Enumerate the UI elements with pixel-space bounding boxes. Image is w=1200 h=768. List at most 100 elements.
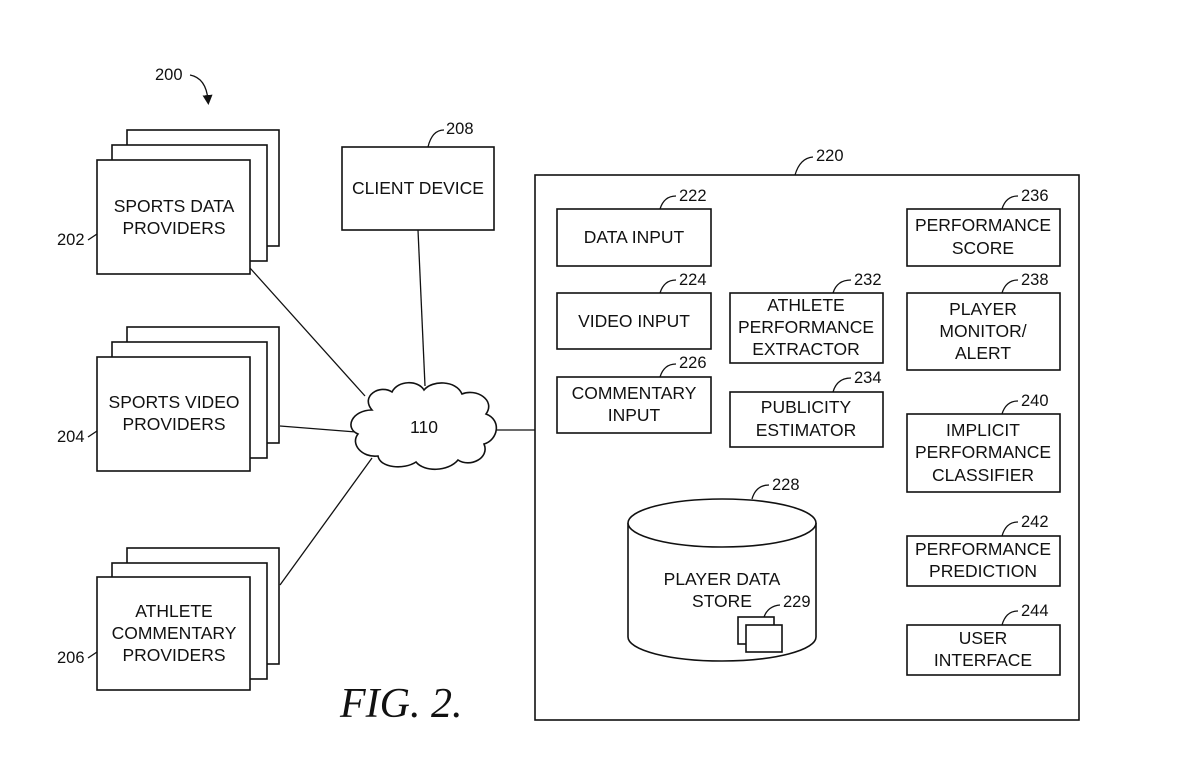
module-performance-score: PERFORMANCE SCORE 236 (906, 187, 1061, 267)
module-label-line: IMPLICIT (946, 420, 1020, 440)
module-label-line: PERFORMANCE (915, 215, 1051, 235)
module-commentary-input: COMMENTARY INPUT 226 (556, 354, 712, 434)
module-label-line: PERFORMANCE (915, 442, 1051, 462)
ref-leader (427, 129, 445, 148)
ref-leader (751, 484, 770, 500)
figure-caption: FIG. 2. (339, 681, 462, 727)
cloud-icon (350, 381, 498, 471)
provider-ref: 204 (57, 428, 85, 446)
module-box (556, 208, 712, 267)
module-ref: 238 (1021, 271, 1049, 289)
data-store-ref: 228 (772, 476, 800, 494)
module-ref: 236 (1021, 187, 1049, 205)
records-ref: 229 (783, 593, 811, 611)
provider-label-line: SPORTS DATA (114, 196, 235, 216)
provider-label-line: COMMENTARY (112, 623, 237, 643)
module-athlete-performance-extractor: ATHLETE PERFORMANCE EXTRACTOR 232 (729, 271, 884, 364)
ref-leader (1001, 279, 1019, 294)
module-label-line: MONITOR/ (939, 321, 1026, 341)
system-ref: 220 (816, 147, 844, 165)
client-device-box (341, 146, 495, 231)
module-data-input: DATA INPUT 222 (556, 187, 712, 267)
figure-ref-label: 200 (155, 66, 183, 84)
module-performance-prediction: PERFORMANCE PREDICTION 242 (906, 513, 1061, 587)
network-cloud: 110 (350, 381, 498, 471)
module-box (556, 376, 712, 434)
ref-leader (659, 279, 677, 294)
provider-label-line: PROVIDERS (122, 218, 225, 238)
link-client-to-network (417, 229, 426, 387)
ref-leader (1001, 400, 1019, 415)
ref-leader (87, 651, 98, 659)
module-ref: 244 (1021, 602, 1049, 620)
data-store-label-line: STORE (692, 591, 752, 611)
module-label-line: INPUT (608, 405, 661, 425)
module-label-line: DATA INPUT (584, 227, 685, 247)
module-label-line: ESTIMATOR (756, 420, 856, 440)
module-label-line: EXTRACTOR (752, 339, 860, 359)
provider-box-sports-data (96, 159, 251, 275)
module-user-interface: USER INTERFACE 244 (906, 602, 1061, 676)
record-icon (745, 624, 783, 653)
module-label-line: COMMENTARY (572, 383, 697, 403)
module-player-monitor-alert: PLAYER MONITOR/ ALERT 238 (906, 271, 1061, 371)
ref-leader (87, 430, 98, 438)
module-label-line: PERFORMANCE (738, 317, 874, 337)
client-device-label: CLIENT DEVICE (352, 178, 484, 198)
provider-stack-sports-video: SPORTS VIDEO PROVIDERS 204 (57, 326, 280, 472)
module-video-input: VIDEO INPUT 224 (556, 271, 712, 350)
ref-leader (1001, 610, 1019, 626)
cylinder-top (627, 498, 817, 548)
provider-label-line: PROVIDERS (122, 645, 225, 665)
module-label-line: PERFORMANCE (915, 539, 1051, 559)
module-label-line: VIDEO INPUT (578, 311, 690, 331)
figure-ref-arrow (189, 74, 213, 105)
module-label-line: ATHLETE (767, 295, 844, 315)
module-label-line: PLAYER (949, 299, 1017, 319)
provider-ref: 206 (57, 649, 85, 667)
module-ref: 234 (854, 369, 882, 387)
provider-box-athlete-commentary (96, 576, 251, 691)
module-label-line: PUBLICITY (761, 397, 852, 417)
module-label-line: INTERFACE (934, 650, 1032, 670)
module-box (556, 292, 712, 350)
module-box (729, 391, 884, 448)
ref-leader (763, 604, 781, 618)
ref-leader (832, 279, 852, 294)
module-ref: 232 (854, 271, 882, 289)
player-data-store: PLAYER DATA STORE 228 229 (627, 476, 817, 662)
provider-stack-sports-data: SPORTS DATA PROVIDERS 202 (57, 129, 280, 275)
module-ref: 222 (679, 187, 707, 205)
module-publicity-estimator: PUBLICITY ESTIMATOR 234 (729, 369, 884, 448)
link-commentary-to-network (279, 457, 373, 586)
module-box (906, 292, 1061, 371)
client-device-ref: 208 (446, 120, 474, 138)
module-label-line: USER (959, 628, 1008, 648)
module-box (906, 208, 1061, 267)
provider-label-line: ATHLETE (135, 601, 212, 621)
connection-lines (249, 229, 535, 586)
module-box (906, 624, 1061, 676)
ref-leader (659, 195, 677, 210)
provider-label-line: SPORTS VIDEO (109, 392, 240, 412)
module-implicit-performance-classifier: IMPLICIT PERFORMANCE CLASSIFIER 240 (906, 392, 1061, 493)
provider-label-line: PROVIDERS (122, 414, 225, 434)
module-ref: 226 (679, 354, 707, 372)
module-box (906, 535, 1061, 587)
module-label-line: PREDICTION (929, 561, 1037, 581)
ref-leader (659, 363, 677, 378)
link-sports-video-to-network (279, 425, 357, 433)
ref-leader (794, 156, 814, 176)
module-ref: 240 (1021, 392, 1049, 410)
module-box (906, 413, 1061, 493)
module-label-line: ALERT (955, 343, 1011, 363)
module-label-line: SCORE (952, 238, 1014, 258)
ref-leader (1001, 195, 1019, 210)
module-box (729, 292, 884, 364)
module-label-line: CLASSIFIER (932, 465, 1034, 485)
provider-stack-athlete-commentary: ATHLETE COMMENTARY PROVIDERS 206 (57, 547, 280, 691)
ref-leader (87, 233, 98, 241)
client-device: CLIENT DEVICE 208 (341, 120, 495, 231)
provider-box-sports-video (96, 356, 251, 472)
